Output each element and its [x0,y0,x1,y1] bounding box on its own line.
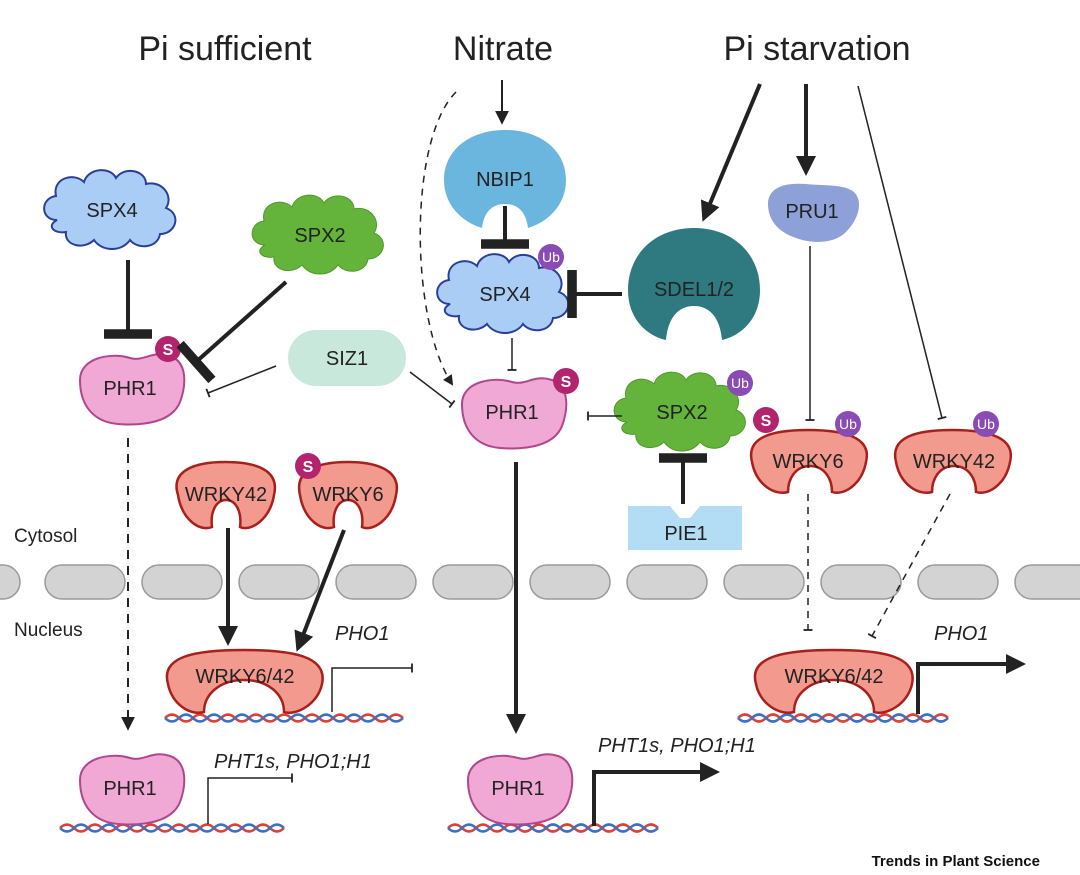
svg-text:SIZ1: SIZ1 [326,348,368,370]
header-pi-starvation: Pi starvation [723,30,910,68]
ub-badge-spx2: Ub [727,370,753,396]
ub-badge-spx4: Ub [538,244,564,270]
gene-pht1-left: PHT1s, PHO1;H1 [214,751,372,773]
gene-pho1-right: PHO1 [934,623,988,645]
spx4-protein-left: SPX4 [43,169,177,250]
svg-text:PHR1: PHR1 [485,402,538,424]
pho1-promoter-active [916,654,1026,714]
wrky6-42-complex-right: WRKY6/42 [753,648,914,715]
svg-text:PHR1: PHR1 [103,378,156,400]
spx2-protein-middle: SPX2 [613,371,746,452]
svg-text:S: S [163,342,174,359]
svg-text:Ub: Ub [542,249,560,265]
phr1-protein-left-cytosol: PHR1 [79,353,186,426]
svg-text:PHR1: PHR1 [491,778,544,800]
pru1-protein: PRU1 [768,183,860,242]
svg-text:WRKY42: WRKY42 [913,451,995,473]
ub-badge-wrky42-right: Ub [973,411,999,437]
pho1-promoter-repressed [331,663,413,712]
phr1-protein-left-nucleus: PHR1 [79,753,186,826]
spx4-protein-middle: SPX4 [436,253,570,334]
nitrate-to-phr1-dashed [419,91,457,386]
wrky6-42-complex-left: WRKY6/42 [165,648,324,715]
header-nitrate: Nitrate [453,30,553,68]
phr1-protein-middle-nucleus: PHR1 [467,753,574,826]
svg-text:S: S [303,459,314,476]
starvation-to-sdel [700,83,762,222]
phr1-protein-middle-cytosol: PHR1 [461,377,568,450]
svg-text:SDEL1/2: SDEL1/2 [654,279,734,301]
dna-strand-left-wrky [164,713,404,723]
svg-text:WRKY6: WRKY6 [772,451,843,473]
svg-text:Ub: Ub [731,375,749,391]
sumo-badge-phr1-left: S [155,336,181,362]
svg-text:WRKY6/42: WRKY6/42 [196,666,295,688]
wrky6-protein-left: WRKY6 [297,460,399,530]
svg-text:SPX2: SPX2 [294,225,345,247]
svg-text:WRKY6/42: WRKY6/42 [785,666,884,688]
svg-text:S: S [761,413,772,430]
ub-badge-wrky6-right: Ub [835,411,861,437]
svg-text:NBIP1: NBIP1 [476,169,534,191]
svg-text:SPX2: SPX2 [656,402,707,424]
dna-strand-left-phr1 [59,823,285,833]
spx2-inhibits-phr1-left [176,280,288,384]
siz1-inhibits-phr1-left [205,365,277,398]
starvation-inhibits-wrky42 [857,85,947,420]
sdel-protein: SDEL1/2 [628,228,760,340]
cytosol-label: Cytosol [14,526,77,547]
spx2-protein-left: SPX2 [251,194,384,275]
nucleus-label: Nucleus [14,620,83,641]
svg-text:PHR1: PHR1 [103,778,156,800]
wrky6-to-nucleus-left [294,529,346,652]
wrky6-protein-right: WRKY6 [749,428,869,495]
svg-text:S: S [561,374,572,391]
svg-text:PIE1: PIE1 [664,523,707,545]
svg-text:Ub: Ub [839,416,857,432]
nuclear-membrane [0,564,1080,600]
journal-credit: Trends in Plant Science [872,853,1040,870]
sumo-badge-wrky6-right: S [753,407,779,433]
dna-strand-middle-phr1 [447,823,659,833]
pie1-protein: PIE1 [628,506,742,550]
sumo-badge-wrky6-left: S [295,453,321,479]
svg-text:Ub: Ub [977,416,995,432]
gene-pht1-middle: PHT1s, PHO1;H1 [598,735,756,757]
dna-strand-right-wrky [737,713,949,723]
svg-text:SPX4: SPX4 [479,284,530,306]
nbip1-protein: NBIP1 [444,130,566,228]
siz1-inhibits-phr1-middle [409,371,456,409]
svg-text:WRKY42: WRKY42 [185,484,267,506]
pht1-promoter-repressed [207,773,293,824]
gene-pho1-left: PHO1 [335,623,389,645]
header-pi-sufficient: Pi sufficient [138,30,312,68]
wrky42-right-to-nucleus-dashed [867,493,951,639]
pht1-promoter-active [592,762,720,826]
sumo-badge-phr1-middle: S [553,368,579,394]
wrky42-protein-left: WRKY42 [175,460,277,530]
wrky42-protein-right: WRKY42 [893,428,1013,495]
svg-text:SPX4: SPX4 [86,200,137,222]
svg-text:WRKY6: WRKY6 [312,484,383,506]
siz1-protein: SIZ1 [288,330,406,386]
svg-text:PRU1: PRU1 [785,201,838,223]
